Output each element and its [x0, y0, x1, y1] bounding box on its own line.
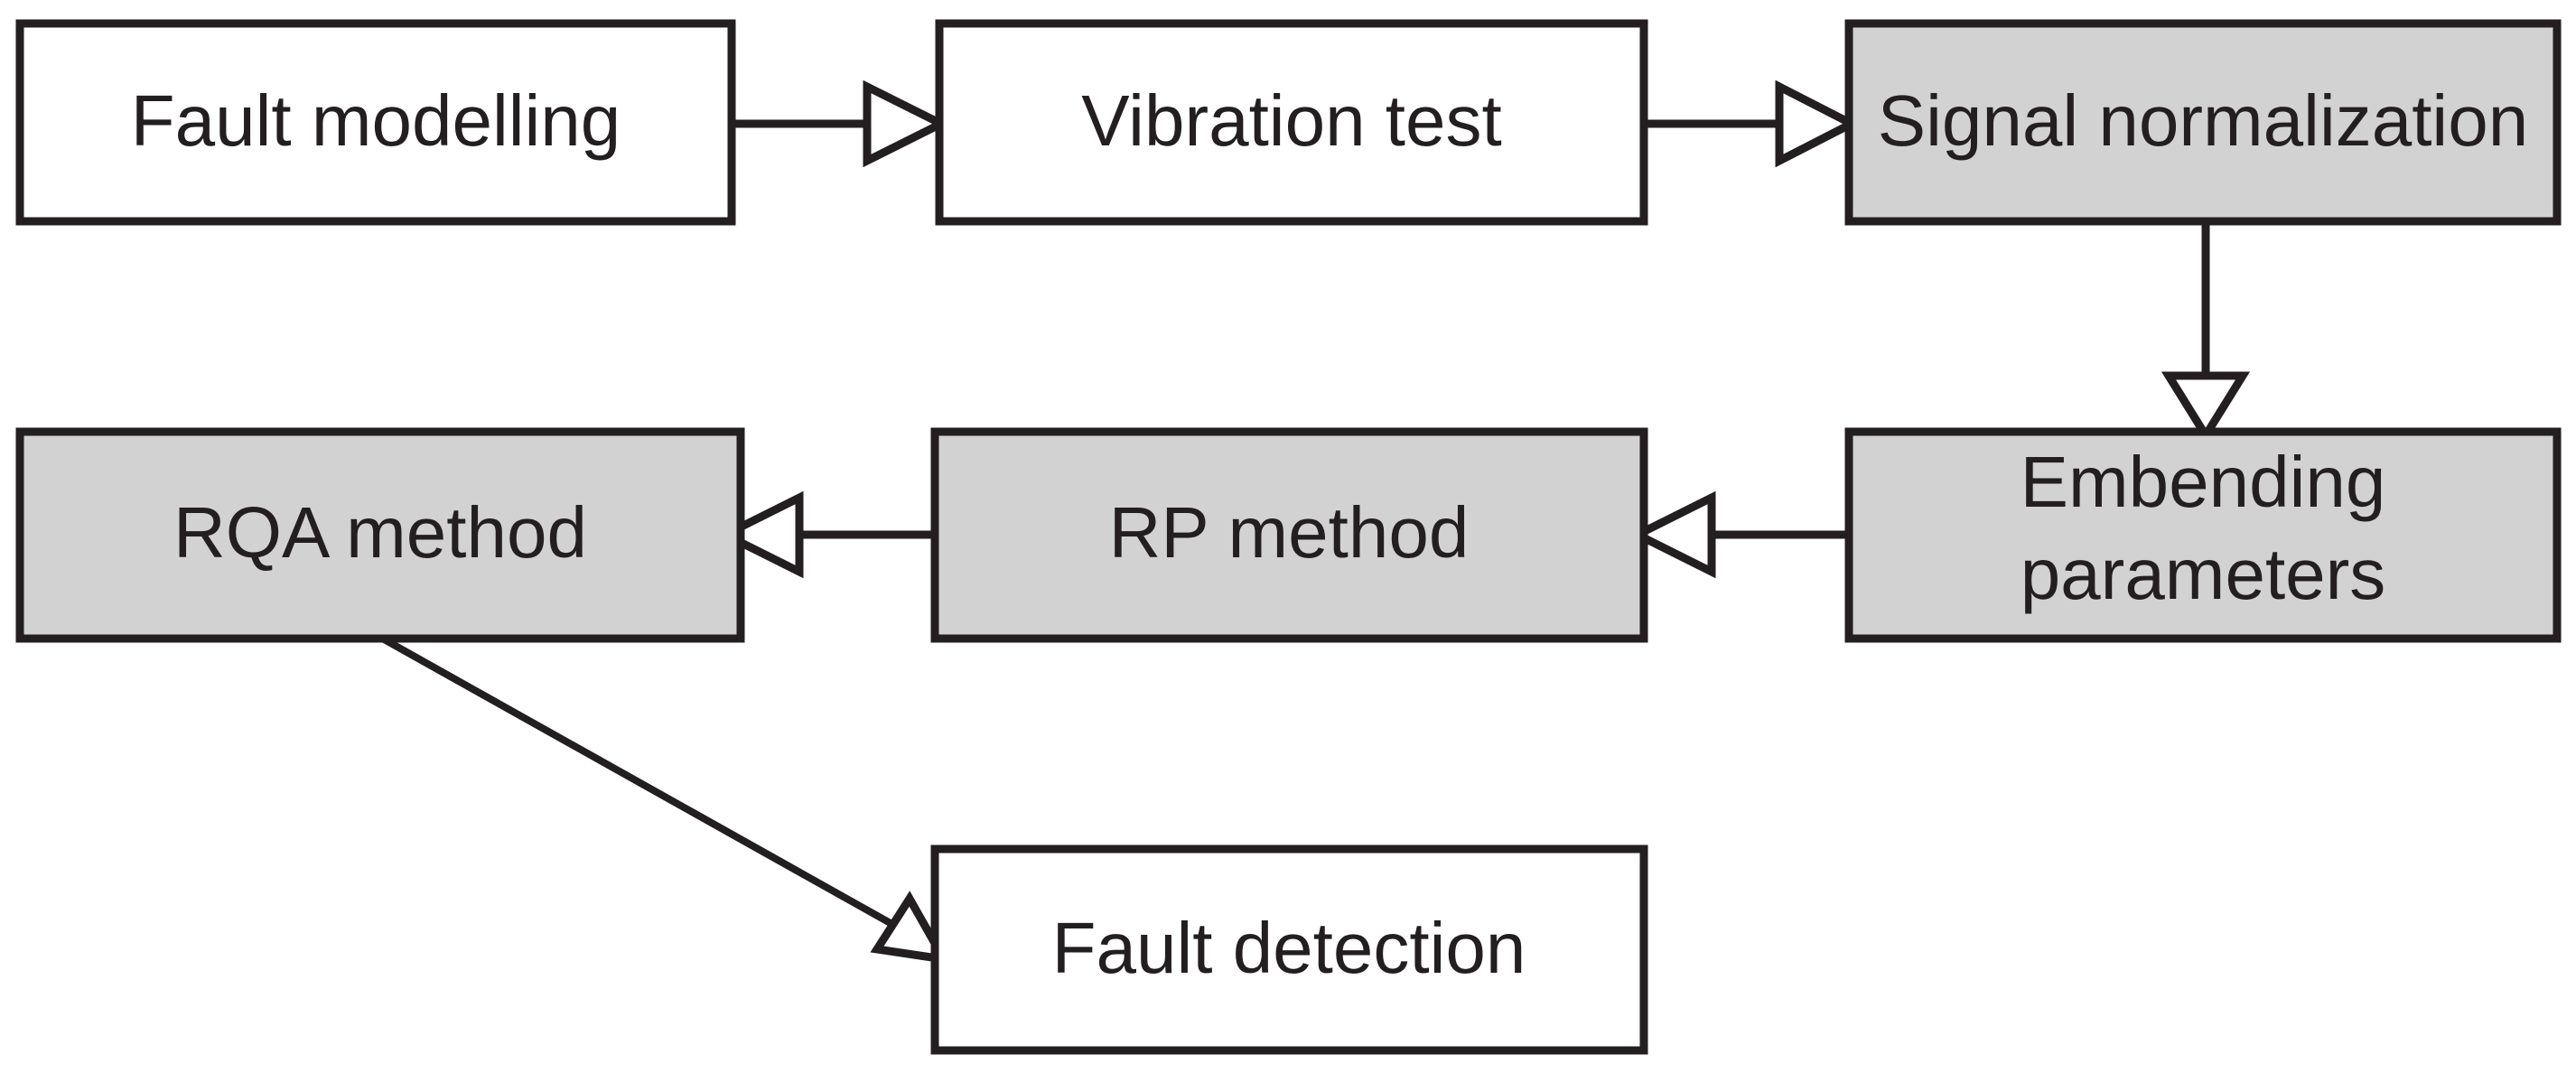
edge-embending-parameters-to-rp-method [1628, 490, 1847, 579]
node-box[interactable] [1844, 427, 2562, 643]
arrow-head-diagonal-icon [870, 891, 952, 965]
node-box[interactable] [930, 844, 1648, 1055]
arrow-head-down-icon [2161, 371, 2251, 443]
arrow-head-left-icon [1628, 490, 1716, 579]
arrow-head-right-icon [1775, 79, 1861, 168]
edge-signal-normalization-to-embending-parameters [2161, 221, 2251, 443]
node-box[interactable] [935, 19, 1648, 226]
node-label: Fault modelling [131, 80, 621, 161]
arrow-head-left-icon [715, 490, 804, 579]
edge-fault-modelling-to-vibration-test [732, 79, 951, 168]
node-label: Vibration test [1081, 80, 1501, 161]
edge-rp-method-to-rqa-method [715, 490, 933, 579]
node-signal-normalization[interactable]: Signal normalization [1844, 19, 2562, 226]
node-fault-detection[interactable]: Fault detection [930, 844, 1648, 1055]
node-label: RP method [1109, 492, 1470, 573]
node-rp-method[interactable]: RP method [930, 427, 1648, 643]
node-label: RQA method [173, 492, 587, 573]
node-fault-modelling[interactable]: Fault modelling [15, 19, 736, 226]
node-box[interactable] [15, 19, 736, 226]
node-label: Fault detection [1052, 908, 1526, 988]
node-box[interactable] [930, 427, 1648, 643]
node-box[interactable] [1844, 19, 2562, 226]
node-label-line-2: parameters [2021, 534, 2386, 614]
edge-rqa-method-to-fault-detection [378, 633, 952, 965]
arrow-head-right-icon [863, 79, 951, 168]
node-box[interactable] [15, 427, 745, 643]
node-label: Signal normalization [1878, 80, 2528, 161]
node-label-line-1: Embending [2021, 442, 2386, 522]
edge-vibration-test-to-signal-normalization [1644, 79, 1861, 168]
edge-line [378, 633, 905, 934]
node-rqa-method[interactable]: RQA method [15, 427, 745, 643]
node-vibration-test[interactable]: Vibration test [935, 19, 1648, 226]
node-embending-parameters[interactable]: Embending parameters [1844, 427, 2562, 643]
